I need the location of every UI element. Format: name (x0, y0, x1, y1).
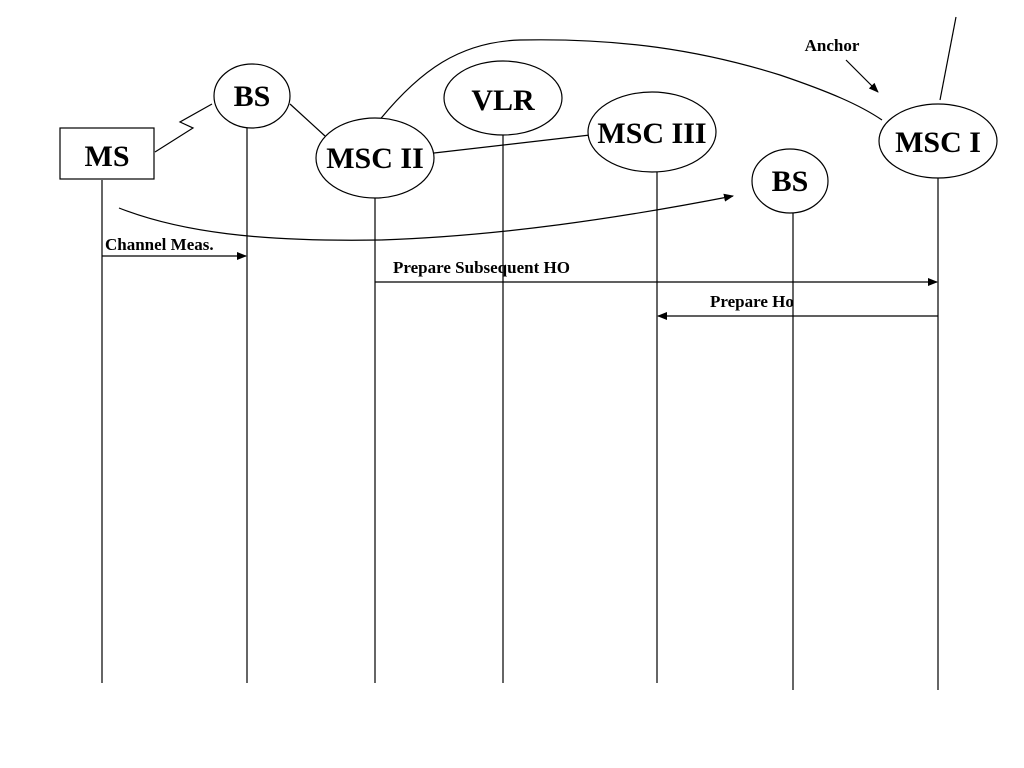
msc2-node: MSC II (315, 117, 435, 199)
handover-movement-arrow (118, 193, 734, 241)
bs-msc2-link (289, 103, 326, 137)
message-channel-meas-label: Channel Meas. (105, 235, 214, 254)
message-prepare-ho-label: Prepare Ho (710, 292, 794, 311)
vlr-node: VLR (443, 60, 563, 136)
msc1-label: MSC I (895, 126, 981, 159)
ms-label: MS (85, 140, 130, 173)
msc1-external-link (939, 16, 957, 101)
ms-node: MS (59, 127, 155, 180)
msc1-node: MSC I (878, 103, 998, 179)
msc2-msc3-link (433, 134, 591, 154)
message-prepare-subsequent-ho: Prepare Subsequent HO (375, 258, 938, 286)
msc3-label: MSC III (597, 117, 706, 150)
msc3-node: MSC III (587, 91, 717, 173)
anchor-pointer-arrow (845, 59, 879, 93)
anchor-annotation: Anchor (805, 36, 860, 55)
bs-left-label: BS (234, 80, 271, 113)
message-prepare-ho: Prepare Ho (657, 292, 938, 320)
msc2-label: MSC II (326, 142, 424, 175)
bs-right-label: BS (772, 165, 809, 198)
msc2-msc1-curve (377, 39, 883, 123)
bs-right-node: BS (751, 148, 829, 214)
vlr-label: VLR (471, 84, 535, 117)
message-channel-meas: Channel Meas. (102, 235, 247, 260)
radio-link-zigzag (154, 103, 213, 153)
message-prepare-subsequent-ho-label: Prepare Subsequent HO (393, 258, 570, 277)
bs-left-node: BS (213, 63, 291, 129)
